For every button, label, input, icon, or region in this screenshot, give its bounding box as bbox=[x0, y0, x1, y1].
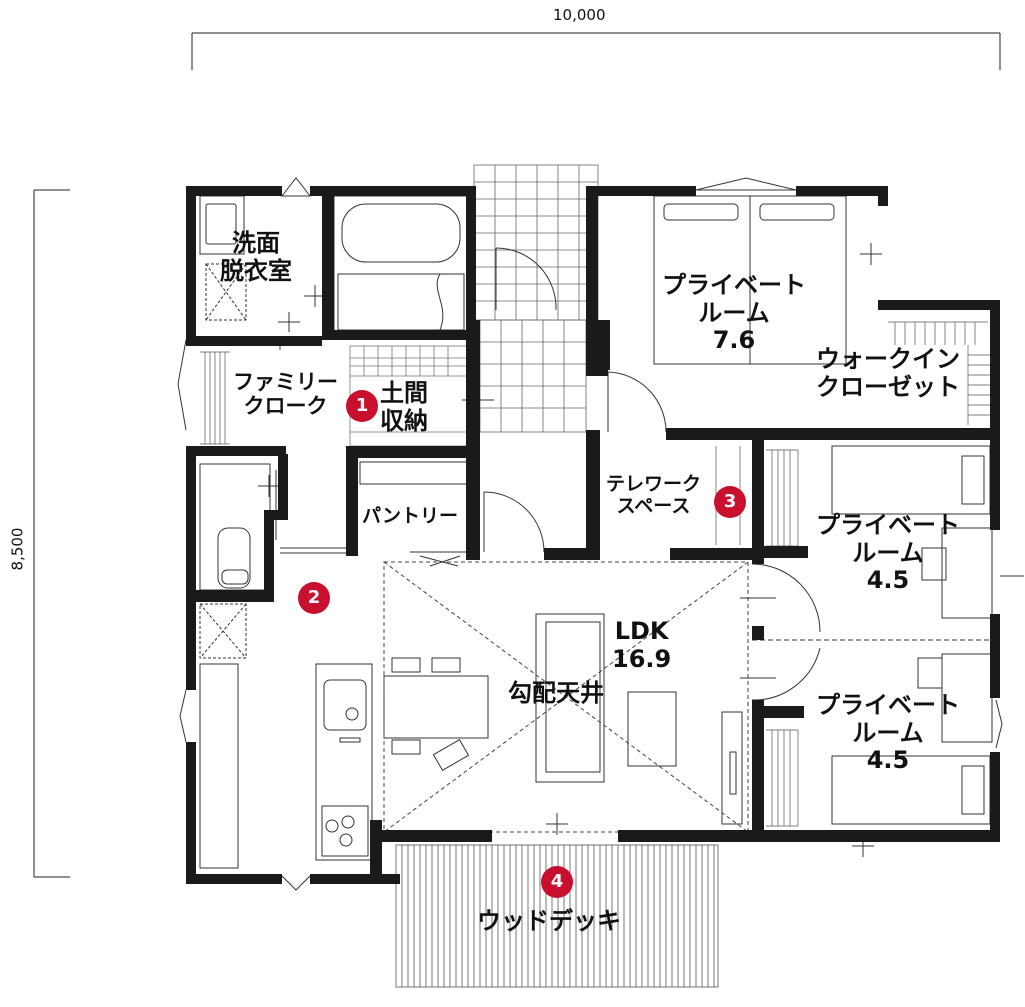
room-private-1-line1: プライベート bbox=[662, 271, 806, 299]
room-doma-storage: 土間 収納 bbox=[380, 379, 428, 435]
room-wood-deck: ウッドデッキ bbox=[477, 907, 621, 935]
room-family-cloak: ファミリー クローク bbox=[233, 370, 338, 418]
vaulted-ceiling-lines bbox=[383, 561, 749, 833]
room-washroom: 洗面 脱衣室 bbox=[220, 229, 292, 285]
room-private-3-line1: プライベート bbox=[816, 691, 960, 719]
room-walk-in-closet: ウォークイン クローゼット bbox=[816, 345, 960, 401]
room-telework-line2: スペース bbox=[616, 494, 691, 517]
wood-deck-boards bbox=[395, 844, 719, 988]
closet-shelving bbox=[200, 321, 990, 827]
door-swings bbox=[177, 177, 1024, 891]
room-walk-in-closet-line1: ウォークイン bbox=[816, 345, 960, 373]
room-ldk-name: LDK bbox=[614, 617, 669, 645]
marker-2: 2 bbox=[298, 582, 330, 614]
plan-geometry bbox=[33, 32, 1024, 988]
room-family-cloak-line1: ファミリー bbox=[233, 370, 338, 394]
entrance-tiles bbox=[473, 164, 599, 433]
room-walk-in-closet-line2: クローゼット bbox=[816, 372, 960, 401]
room-pantry: パントリー bbox=[362, 505, 458, 527]
room-telework: テレワーク スペース bbox=[606, 473, 702, 518]
height-dimension: 8,500 bbox=[8, 527, 27, 571]
room-private-1: プライベート ルーム 7.6 bbox=[662, 271, 806, 355]
room-private-2: プライベート ルーム 4.5 bbox=[816, 511, 960, 595]
room-washroom-line2: 脱衣室 bbox=[220, 256, 292, 285]
room-ldk: LDK 16.9 bbox=[612, 617, 672, 673]
room-doma-storage-line1: 土間 bbox=[380, 379, 428, 407]
room-telework-line1: テレワーク bbox=[606, 473, 702, 495]
room-private-3: プライベート ルーム 4.5 bbox=[816, 691, 960, 775]
marker-3: 3 bbox=[714, 486, 746, 518]
room-private-2-line2: ルーム bbox=[852, 538, 924, 567]
room-family-cloak-line2: クローク bbox=[243, 394, 328, 419]
room-private-3-area: 4.5 bbox=[866, 746, 910, 775]
room-washroom-line1: 洗面 bbox=[232, 229, 280, 257]
marker-1: 1 bbox=[346, 390, 378, 422]
room-private-1-area: 7.6 bbox=[712, 326, 756, 355]
room-private-2-line1: プライベート bbox=[816, 511, 960, 539]
width-dimension: 10,000 bbox=[553, 6, 606, 24]
room-private-1-line2: ルーム bbox=[698, 298, 770, 327]
ldk-vaulted-ceiling: 勾配天井 bbox=[508, 679, 604, 707]
room-private-3-line2: ルーム bbox=[852, 718, 924, 747]
walls bbox=[186, 186, 1000, 884]
room-private-2-area: 4.5 bbox=[866, 566, 910, 595]
room-doma-storage-line2: 収納 bbox=[380, 406, 428, 435]
room-ldk-area: 16.9 bbox=[612, 644, 672, 673]
marker-4: 4 bbox=[541, 866, 573, 898]
